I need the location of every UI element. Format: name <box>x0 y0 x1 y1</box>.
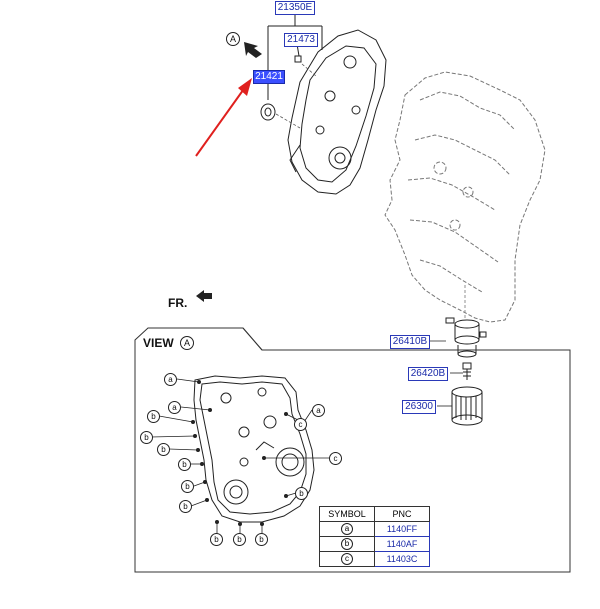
part-label-21350E[interactable]: 21350E <box>275 1 315 15</box>
oil-fitting-part <box>462 362 472 380</box>
part-label-26420B[interactable]: 26420B <box>408 367 448 381</box>
front-direction-arrow <box>196 290 212 302</box>
symbol-circle: c <box>341 553 353 565</box>
view-title-circle: A <box>180 336 194 350</box>
oil-cooler-part <box>445 317 487 358</box>
view-a-arrow <box>244 42 262 58</box>
symbol-table-row: b 1140AF <box>319 536 430 552</box>
callout-a: a <box>312 404 325 417</box>
callout-b: b <box>210 533 223 546</box>
view-title: VIEW <box>143 336 174 350</box>
pnc-header: PNC <box>374 506 430 522</box>
part-label-21473[interactable]: 21473 <box>284 33 318 47</box>
oil-seal-part <box>260 103 276 121</box>
callout-b: b <box>178 458 191 471</box>
view-a-cover-drawing <box>193 375 315 523</box>
symbol-table-header: SYMBOL PNC <box>319 506 430 522</box>
oil-filter-part <box>451 386 483 426</box>
symbol-cell: b <box>319 536 375 552</box>
callout-b: b <box>181 480 194 493</box>
callout-b: b <box>179 500 192 513</box>
view-a-marker-circle: A <box>226 32 240 46</box>
part-label-26300[interactable]: 26300 <box>402 400 436 414</box>
engine-block-outline <box>384 71 546 323</box>
callout-b: b <box>140 431 153 444</box>
symbol-header: SYMBOL <box>319 506 375 522</box>
symbol-circle: b <box>341 538 353 550</box>
bolt-location-dots <box>191 380 302 526</box>
callout-c: c <box>329 452 342 465</box>
callout-a: a <box>168 401 181 414</box>
part-label-21421-highlighted[interactable]: 21421 <box>253 70 285 84</box>
callout-b: b <box>157 443 170 456</box>
symbol-cell: a <box>319 521 375 537</box>
red-pointer-arrow <box>195 78 252 157</box>
callout-b: b <box>147 410 160 423</box>
pnc-cell[interactable]: 1140AF <box>374 536 430 552</box>
callout-b: b <box>295 487 308 500</box>
part-label-26410B[interactable]: 26410B <box>390 335 430 349</box>
pnc-cell[interactable]: 1140FF <box>374 521 430 537</box>
callout-c: c <box>294 418 307 431</box>
symbol-pnc-table: SYMBOL PNC a 1140FF b 1140AF c 11403C <box>319 506 430 567</box>
callout-b: b <box>255 533 268 546</box>
symbol-table-row: c 11403C <box>319 551 430 567</box>
timing-cover-top <box>287 29 387 195</box>
symbol-cell: c <box>319 551 375 567</box>
pnc-cell[interactable]: 11403C <box>374 551 430 567</box>
front-label: FR. <box>168 296 188 310</box>
symbol-circle: a <box>341 523 353 535</box>
symbol-table-row: a 1140FF <box>319 521 430 537</box>
callout-b: b <box>233 533 246 546</box>
callout-a: a <box>164 373 177 386</box>
